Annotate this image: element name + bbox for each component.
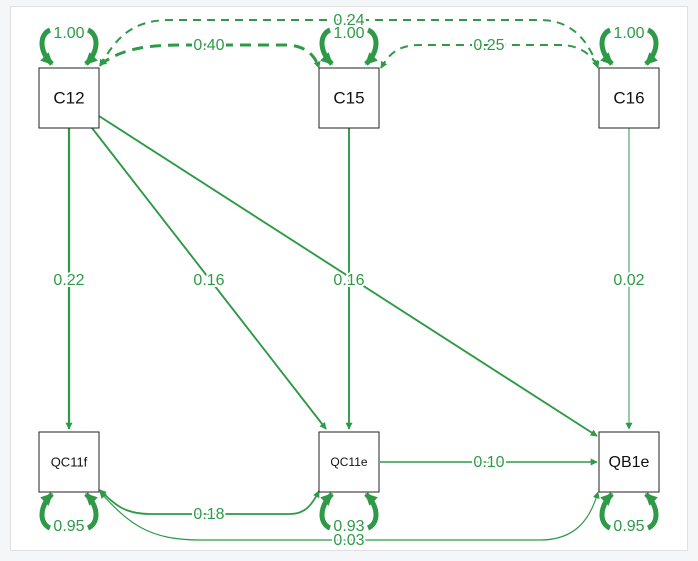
cov-c12-c16: [99, 19, 600, 69]
node-qb1e-label: QB1e: [609, 454, 650, 471]
label-var-qb1e: 0.95: [613, 518, 644, 535]
edge-c12-qc11e: [91, 127, 327, 430]
label-c15-qc11e: 0.16: [333, 272, 364, 289]
cov-c15-c16: [380, 44, 599, 69]
variance-loop-c16: [599, 27, 659, 64]
label-cov-qc11f-qc11e: 0.18: [193, 506, 224, 523]
variance-loop-qb1e: [599, 494, 659, 531]
label-cov-c12-c15: 0.40: [193, 37, 224, 54]
edge-c12-qb1e: [98, 115, 598, 437]
variance-loop-qc11f: [39, 494, 99, 531]
label-c12-qb1e: 0.16: [333, 272, 364, 289]
label-c12-qc11f: 0.22: [53, 272, 84, 289]
node-qc11f[interactable]: QC11f: [38, 431, 100, 493]
node-c12[interactable]: C12: [38, 67, 100, 129]
label-var-c15: 1.00: [333, 25, 364, 42]
node-qc11e-label: QC11e: [330, 455, 367, 469]
label-cov-c12-c16: 0.24: [333, 12, 364, 29]
variance-loop-qc11e: [319, 494, 379, 531]
label-var-qc11f: 0.95: [53, 518, 84, 535]
node-qc11e[interactable]: QC11e: [318, 431, 380, 493]
label-c16-qb1e: 0.02: [613, 272, 644, 289]
variance-loop-c12: [39, 27, 99, 64]
variance-loop-c15: [319, 27, 379, 64]
label-cov-c15-c16: 0.25: [473, 37, 504, 54]
node-c15-label: C15: [333, 88, 364, 107]
node-c16-label: C16: [613, 88, 644, 107]
label-var-qc11e: 0.93: [333, 518, 364, 535]
label-qc11e-qb1e: 0.10: [473, 454, 504, 471]
cov-qc11f-qb1e: [99, 491, 600, 541]
node-c15[interactable]: C15: [318, 67, 380, 129]
label-cov-qc11f-qb1e: 0.03: [333, 532, 364, 549]
node-c12-label: C12: [53, 88, 84, 107]
label-c12-qc11e: 0.16: [193, 272, 224, 289]
node-qb1e[interactable]: QB1e: [598, 431, 660, 493]
label-var-c12: 1.00: [53, 25, 84, 42]
label-var-c16: 1.00: [613, 25, 644, 42]
node-qc11f-label: QC11f: [51, 454, 88, 469]
cov-c12-c15: [99, 43, 321, 69]
cov-qc11f-qc11e: [99, 489, 320, 515]
node-c16[interactable]: C16: [598, 67, 660, 129]
